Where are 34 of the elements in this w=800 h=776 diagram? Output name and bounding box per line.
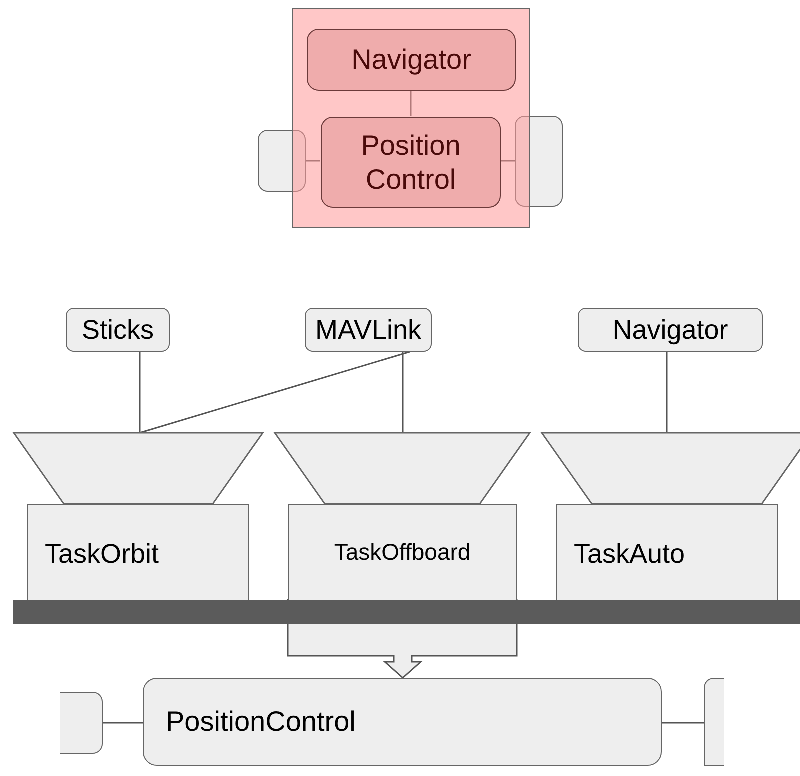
connector-line	[140, 351, 410, 434]
connector-line	[666, 352, 668, 433]
connector-line	[306, 160, 320, 162]
input-box	[578, 308, 763, 352]
input-box	[66, 308, 170, 352]
port-box	[60, 692, 103, 754]
node-label: MAVLink	[315, 314, 422, 346]
node-label: Navigator	[352, 43, 472, 77]
node-label: TaskAuto	[574, 538, 686, 570]
bus-bar	[13, 600, 800, 624]
port-box	[515, 116, 563, 207]
module-box	[143, 678, 662, 766]
module-box	[307, 29, 516, 91]
funnel-shape	[275, 433, 530, 504]
connector-line	[402, 352, 404, 433]
port-box	[258, 130, 306, 192]
input-box	[305, 308, 432, 352]
connector-line	[410, 90, 412, 116]
node-label: Navigator	[612, 314, 728, 346]
connector-line	[662, 722, 704, 724]
module-box	[321, 117, 501, 208]
node-label: Sticks	[82, 314, 154, 346]
port-box	[704, 678, 724, 766]
node-label: Position Control	[360, 128, 462, 196]
group-panel	[292, 8, 530, 228]
connector-line	[103, 722, 143, 724]
funnel-shape	[14, 433, 263, 504]
connector-line	[139, 352, 141, 433]
node-label: TaskOrbit	[45, 538, 160, 570]
task-box	[288, 504, 517, 600]
funnel-shape	[542, 433, 800, 504]
node-label: TaskOffboard	[334, 538, 471, 566]
node-label: PositionControl	[166, 705, 356, 739]
connector-line	[500, 160, 515, 162]
